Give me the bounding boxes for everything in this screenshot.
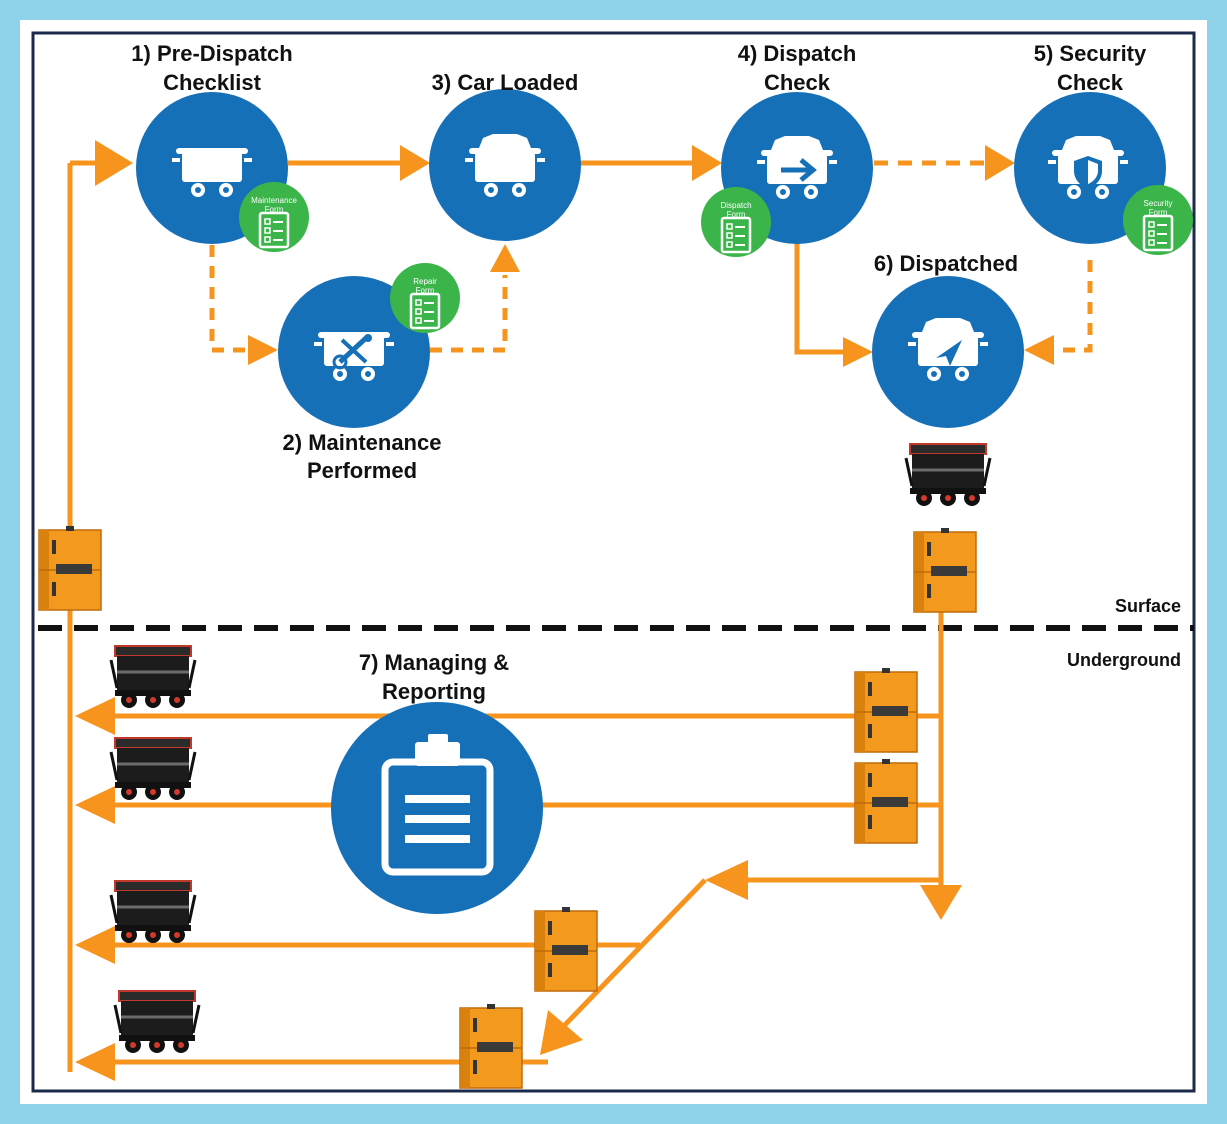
security-form-badge: Security Form (1121, 183, 1195, 257)
arrowhead-to-step6 (843, 337, 873, 367)
step-label-managing-line2: Reporting (382, 679, 486, 704)
arrowhead-to-step2 (248, 335, 278, 365)
mine-cart-photo (113, 989, 201, 1055)
arrow-right-icon (781, 158, 817, 182)
arrowhead-row-4 (75, 1043, 115, 1081)
arrowhead-to-step1 (95, 140, 133, 186)
arrow-step1-to-step2 (209, 245, 250, 353)
arrowhead-diagonal (540, 1010, 583, 1055)
step-label-security-check-line2: Check (1057, 70, 1124, 95)
loaded-mine-car-icon (465, 134, 545, 197)
mine-cart-photo (109, 644, 197, 710)
arrowhead-row-3 (75, 926, 115, 964)
step-label-pre-dispatch-line2: Checklist (163, 70, 261, 95)
arrow-step4-to-step6 (794, 242, 845, 355)
step-label-dispatch-check: 4) Dispatch (738, 41, 857, 66)
arrowhead-row-1 (75, 697, 115, 735)
step-label-dispatch-check-line2: Check (764, 70, 831, 95)
mine-cart-photo (109, 736, 197, 802)
step-label-managing: 7) Managing & (359, 650, 509, 675)
paper-plane-icon (936, 340, 962, 366)
form-label-line2: Form (1149, 208, 1168, 217)
dispatch-cart-icon (757, 136, 837, 199)
form-label-line2: Form (416, 286, 435, 295)
dispatched-cart-icon (908, 318, 988, 381)
form-label-line1: Security (1144, 199, 1173, 208)
maintenance-form-badge: Maintenance Form (237, 180, 311, 254)
mine-cart-photo (904, 442, 992, 508)
checklist-icon (1121, 183, 1195, 257)
form-label-line2: Form (265, 205, 284, 214)
arrowheads (75, 140, 1054, 1081)
step-maintenance (278, 276, 430, 428)
arrowhead-down (920, 885, 962, 920)
dispatch-form-badge: Dispatch Form (699, 185, 773, 259)
arrowhead-up-to-step3 (490, 244, 520, 272)
repair-form-badge: Repair Form (388, 261, 462, 335)
zone-label-underground: Underground (1067, 650, 1181, 670)
step-label-dispatched: 6) Dispatched (874, 251, 1018, 276)
step-managing (331, 702, 543, 914)
checklist-icon (388, 261, 462, 335)
reader-cabinet (854, 667, 918, 753)
step-label-maintenance-line2: Performed (307, 458, 417, 483)
zone-label-surface: Surface (1115, 596, 1181, 616)
step-label-maintenance: 2) Maintenance (283, 430, 442, 455)
security-cart-icon (1048, 136, 1128, 199)
arrowhead-branch (705, 860, 748, 900)
mine-cart-photo (109, 879, 197, 945)
arrowhead-from-step5 (1024, 335, 1054, 365)
step-label-car-loaded: 3) Car Loaded (432, 70, 579, 95)
form-label-line2: Form (727, 210, 746, 219)
step-label-security-check: 5) Security (1034, 41, 1147, 66)
maintenance-cart-icon (314, 332, 394, 381)
reader-cabinet (38, 525, 102, 611)
checklist-icon (699, 185, 773, 259)
arrowhead-to-step3 (400, 145, 430, 181)
flow-arrows (67, 160, 1093, 1072)
step-circle (331, 702, 543, 914)
reader-cabinet (854, 758, 918, 844)
step-car-loaded (429, 89, 581, 241)
arrow-step5-to-step6 (1052, 260, 1093, 353)
reader-cabinet (459, 1003, 523, 1089)
form-label-line1: Repair (413, 277, 437, 286)
checklist-icon (237, 180, 311, 254)
diagonal-line (558, 878, 707, 1032)
arrowhead-to-step4 (692, 145, 722, 181)
reader-cabinet (913, 527, 977, 613)
clipboard-icon (381, 734, 494, 876)
step-label-pre-dispatch: 1) Pre-Dispatch (131, 41, 292, 66)
wrench-screwdriver-icon (332, 334, 372, 370)
arrowhead-row-2 (75, 786, 115, 824)
step-dispatched (872, 276, 1024, 428)
arrow-step2-to-step3 (430, 275, 508, 353)
arrowhead-to-step5 (985, 145, 1015, 181)
form-label-line1: Dispatch (720, 201, 751, 210)
reader-cabinet (534, 906, 598, 992)
form-label-line1: Maintenance (251, 196, 297, 205)
